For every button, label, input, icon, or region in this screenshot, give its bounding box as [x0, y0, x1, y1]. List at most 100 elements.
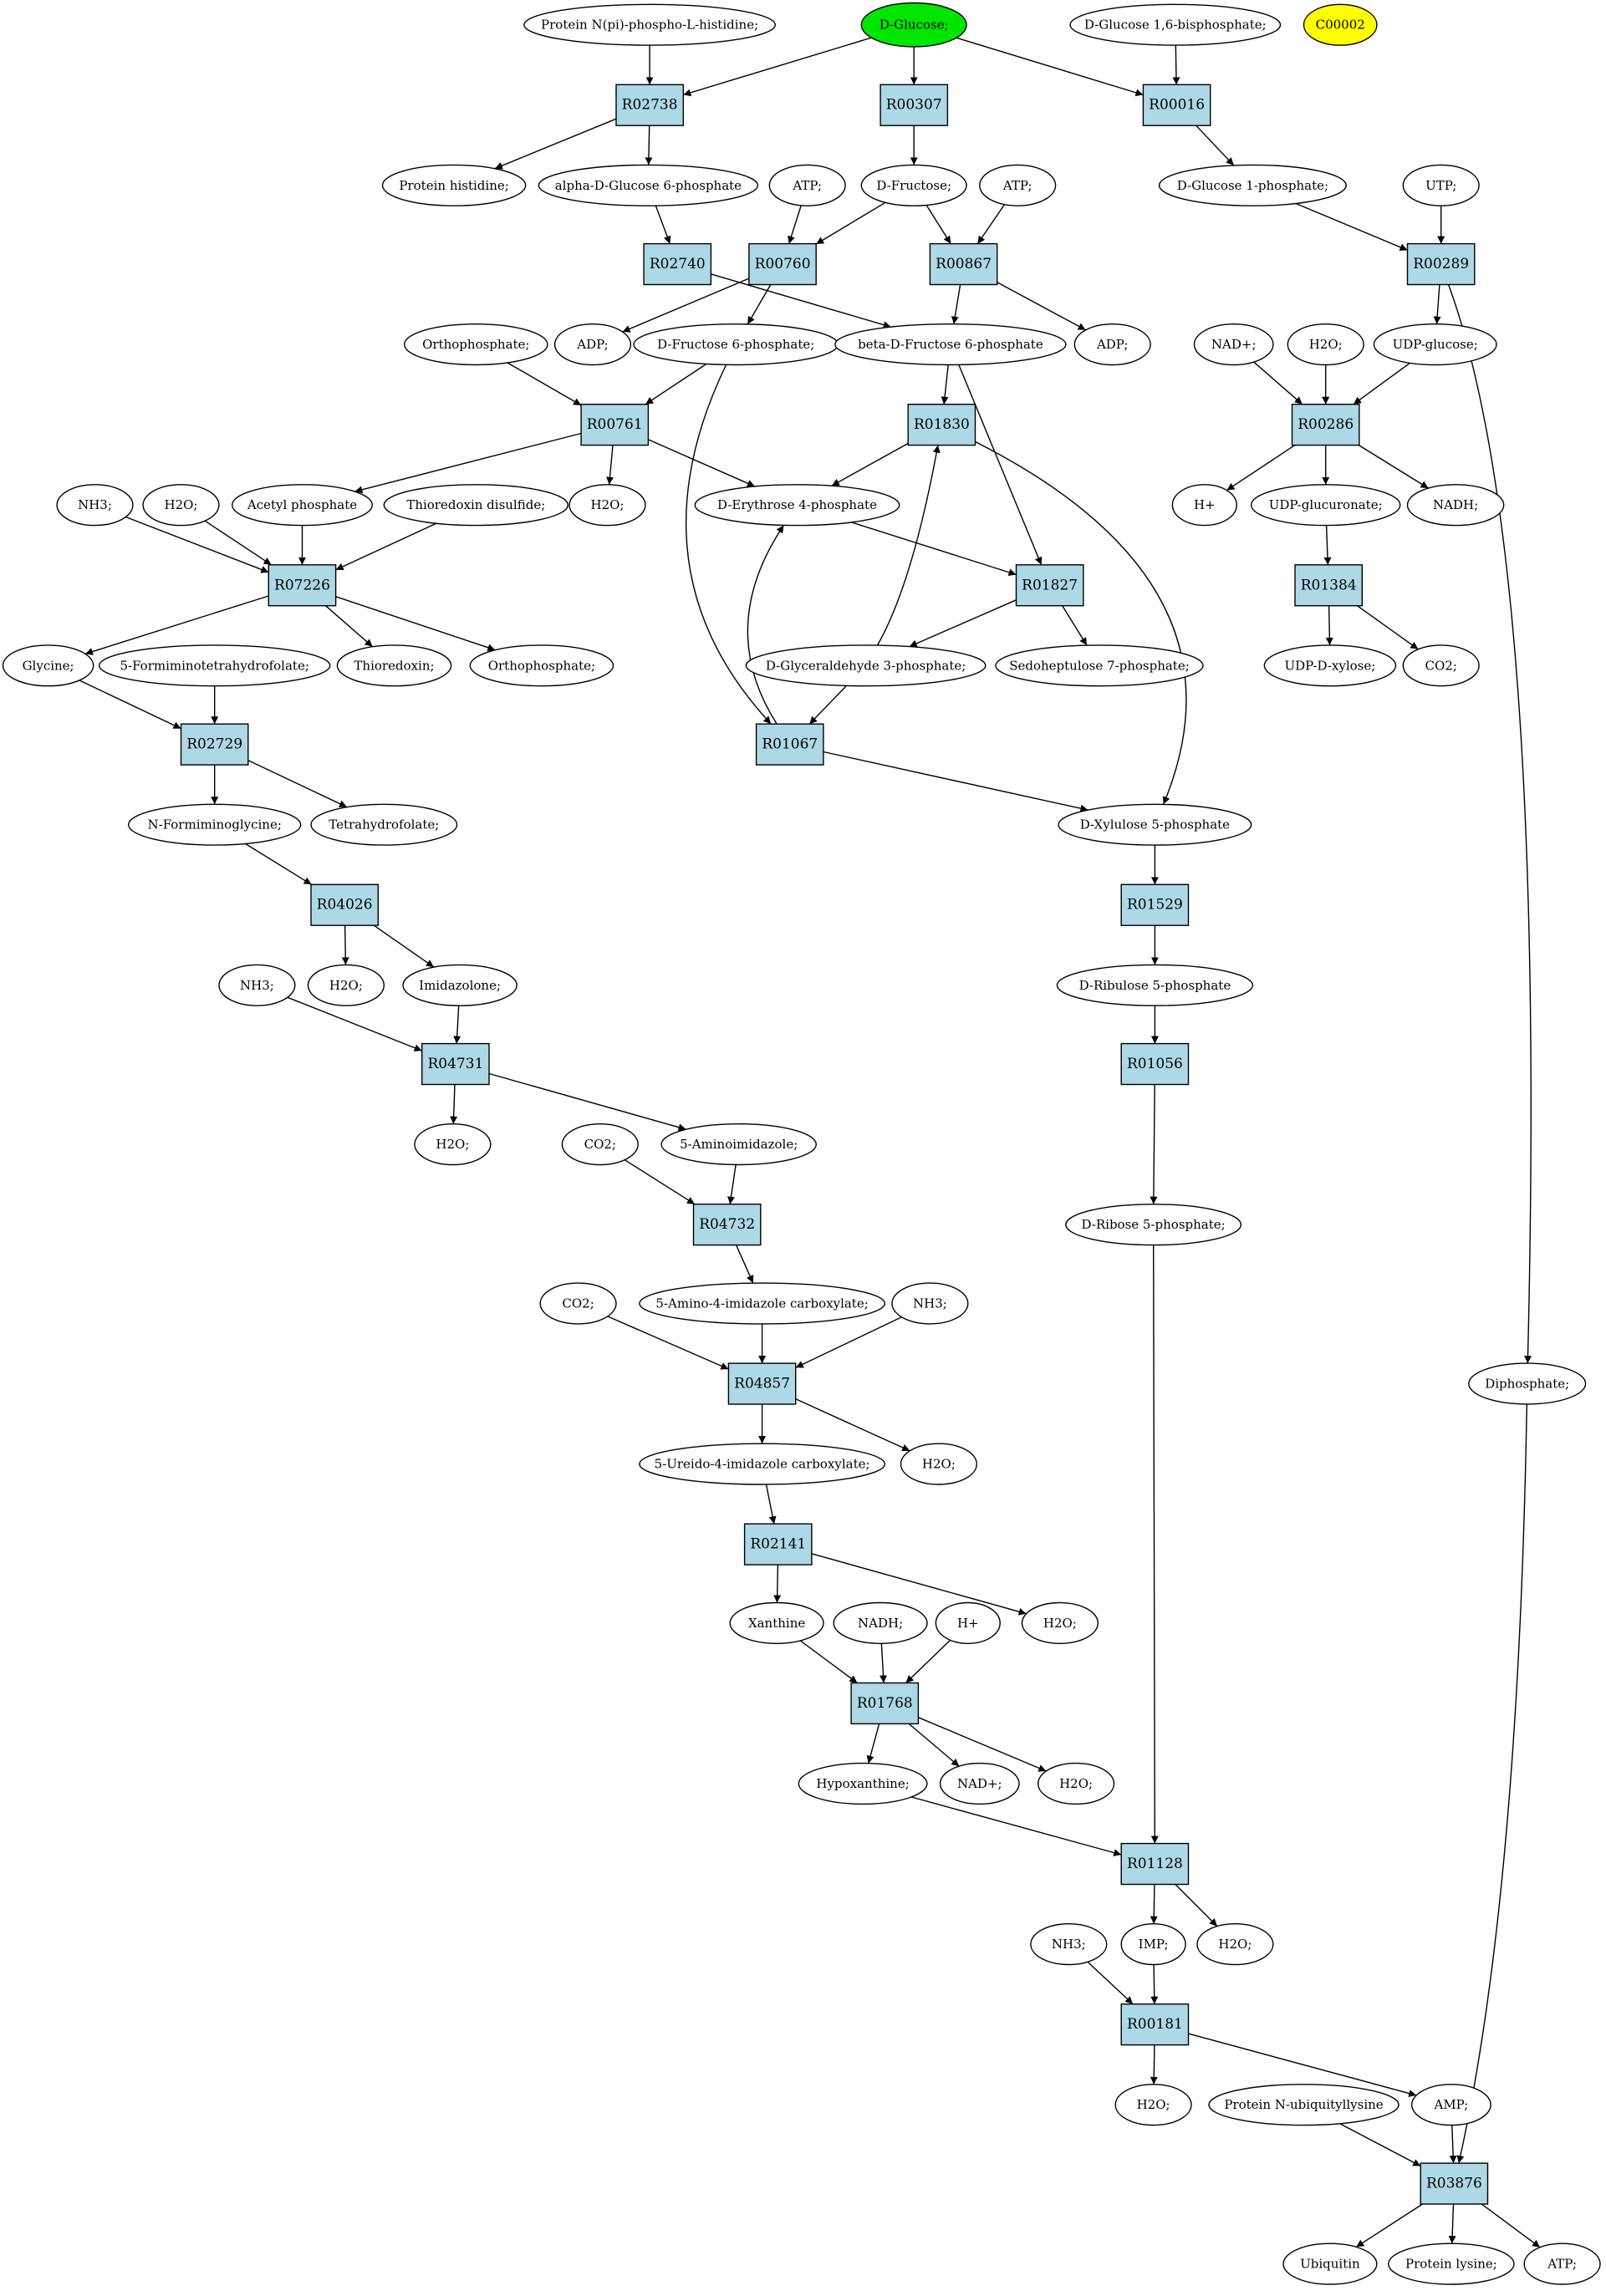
compound-orthophosphate-1[interactable]: Orthophosphate;	[403, 323, 548, 366]
reaction-r00181[interactable]: R00181	[1120, 2003, 1190, 2046]
edge-r01067-to-d-erythrose-4-phosphate	[747, 525, 784, 725]
compound-d-glyceraldehyde-3-phosphate[interactable]: D-Glyceraldehyde 3-phosphate;	[745, 644, 987, 687]
compound-formiminotetrahydrofolate[interactable]: 5-Formiminotetrahydrofolate;	[99, 644, 331, 687]
compound-amp[interactable]: AMP;	[1411, 2084, 1491, 2126]
reaction-r00760[interactable]: R00760	[748, 242, 817, 286]
compound-atp-2[interactable]: ATP;	[979, 164, 1057, 206]
compound-protein-histidine[interactable]: Protein histidine;	[381, 164, 527, 206]
reaction-r01128[interactable]: R01128	[1120, 1842, 1190, 1886]
compound-udp-glucuronate[interactable]: UDP-glucuronate;	[1250, 484, 1401, 527]
compound-aminoimidazole[interactable]: 5-Aminoimidazole;	[660, 1123, 818, 1166]
reaction-r01827[interactable]: R01827	[1015, 564, 1084, 607]
compound-tetrahydrofolate[interactable]: Tetrahydrofolate;	[310, 803, 458, 846]
compound-atp-3[interactable]: ATP;	[1523, 2243, 1601, 2285]
compound-nad-plus-2[interactable]: NAD+;	[939, 1762, 1020, 1805]
compound-nh3-1[interactable]: NH3;	[56, 484, 134, 527]
reaction-r00289[interactable]: R00289	[1406, 242, 1476, 286]
reaction-r04732[interactable]: R04732	[692, 1203, 762, 1246]
reaction-r00286[interactable]: R00286	[1291, 404, 1360, 446]
compound-co2-3[interactable]: CO2;	[539, 1282, 617, 1325]
reaction-r07226[interactable]: R07226	[268, 564, 337, 607]
reaction-r02740[interactable]: R02740	[643, 242, 712, 286]
compound-imp[interactable]: IMP;	[1120, 1923, 1186, 1966]
compound-diphosphate[interactable]: Diphosphate;	[1468, 1362, 1587, 1405]
compound-udp-glucose[interactable]: UDP-glucose;	[1373, 323, 1497, 366]
compound-nadh-2[interactable]: NADH;	[833, 1601, 928, 1644]
compound-co2-1[interactable]: CO2;	[1402, 644, 1480, 687]
compound-h2o-9[interactable]: H2O;	[1196, 1923, 1274, 1966]
compound-n-formiminoglycine[interactable]: N-Formiminoglycine;	[128, 803, 302, 846]
compound-nh3-3[interactable]: NH3;	[891, 1282, 969, 1325]
reaction-r02729[interactable]: R02729	[180, 723, 249, 766]
compound-h2o-2[interactable]: H2O;	[142, 484, 220, 527]
compound-d-erythrose-4-phosphate[interactable]: D-Erythrose 4-phosphate	[694, 484, 900, 527]
compound-acetyl-phosphate[interactable]: Acetyl phosphate	[232, 484, 374, 527]
reaction-r03876[interactable]: R03876	[1420, 2162, 1489, 2205]
compound-utp[interactable]: UTP;	[1402, 164, 1480, 206]
compound-d-glucose-1-phosphate[interactable]: D-Glucose 1-phosphate;	[1158, 164, 1347, 206]
compound-ubiquitin[interactable]: Ubiquitin	[1282, 2243, 1378, 2285]
reaction-r01067[interactable]: R01067	[755, 723, 824, 766]
compound-h2o-3[interactable]: H2O;	[568, 484, 646, 527]
edge-d-glyceraldehyde-3-phosphate-to-r01067	[808, 685, 847, 725]
compound-sedoheptulose-7-phosphate[interactable]: Sedoheptulose 7-phosphate;	[995, 644, 1204, 687]
compound-co2-2[interactable]: CO2;	[561, 1123, 639, 1166]
compound-imidazolone[interactable]: Imidazolone;	[402, 964, 517, 1006]
compound-h2o-6[interactable]: H2O;	[900, 1443, 978, 1485]
reaction-r01768[interactable]: R01768	[850, 1682, 920, 1725]
compound-d-fructose[interactable]: D-Fructose;	[860, 164, 967, 206]
reaction-r02738[interactable]: R02738	[615, 84, 685, 126]
compound-nh3-2[interactable]: NH3;	[218, 964, 296, 1006]
reaction-r04857[interactable]: R04857	[727, 1362, 797, 1405]
compound-h2o-8[interactable]: H2O;	[1037, 1762, 1115, 1805]
reaction-box	[1120, 1842, 1190, 1886]
compound-udp-d-xylose[interactable]: UDP-D-xylose;	[1263, 644, 1397, 687]
compound-d-glucose-1-6-bisphosphate[interactable]: D-Glucose 1,6-bisphosphate;	[1069, 3, 1282, 46]
compound-h2o-10[interactable]: H2O;	[1114, 2084, 1192, 2126]
compound-d-fructose-6-phosphate[interactable]: D-Fructose 6-phosphate;	[633, 323, 839, 366]
compound-amino-imidazole-carboxylate[interactable]: 5-Amino-4-imidazole carboxylate;	[639, 1282, 885, 1325]
reaction-r01830[interactable]: R01830	[907, 404, 976, 446]
reaction-r01056[interactable]: R01056	[1120, 1042, 1190, 1086]
compound-h2o-1[interactable]: H2O;	[1287, 323, 1364, 366]
edge-d-glucose-to-r00016	[956, 37, 1144, 97]
compound-h-plus-1[interactable]: H+	[1171, 484, 1237, 527]
compound-glycine[interactable]: Glycine;	[2, 644, 94, 687]
compound-h2o-4[interactable]: H2O;	[307, 964, 385, 1006]
compound-xanthine[interactable]: Xanthine	[729, 1601, 824, 1644]
compound-h2o-7[interactable]: H2O;	[1021, 1601, 1099, 1644]
compound-h2o-5[interactable]: H2O;	[414, 1123, 492, 1166]
reaction-r00307[interactable]: R00307	[879, 84, 949, 126]
compound-adp-2[interactable]: ADP;	[1073, 323, 1151, 366]
compound-protein-n-pi-phospho-l-histidine[interactable]: Protein N(pi)-phospho-L-histidine;	[523, 3, 776, 46]
compound-beta-d-fructose-6-phosphate[interactable]: beta-D-Fructose 6-phosphate	[834, 323, 1067, 366]
compound-d-glucose[interactable]: D-Glucose;	[860, 2, 967, 48]
compound-hypoxanthine[interactable]: Hypoxanthine;	[798, 1762, 928, 1805]
reaction-r04026[interactable]: R04026	[310, 883, 380, 926]
compound-d-xylulose-5-phosphate[interactable]: D-Xylulose 5-phosphate	[1058, 803, 1252, 846]
compound-h-plus-2[interactable]: H+	[935, 1601, 1001, 1644]
reaction-r00016[interactable]: R00016	[1142, 84, 1211, 126]
reaction-label: R07226	[274, 577, 330, 593]
reaction-r00867[interactable]: R00867	[929, 242, 998, 286]
compound-ureido-imidazole-carboxylate[interactable]: 5-Ureido-4-imidazole carboxylate;	[639, 1443, 885, 1485]
compound-atp-1[interactable]: ATP;	[768, 164, 846, 206]
compound-protein-n-ubiquityllysine[interactable]: Protein N-ubiquityllysine	[1208, 2084, 1400, 2126]
compound-protein-lysine[interactable]: Protein lysine;	[1388, 2243, 1515, 2285]
reaction-r04731[interactable]: R04731	[421, 1042, 490, 1086]
compound-thioredoxin-disulfide[interactable]: Thioredoxin disulfide;	[383, 484, 568, 527]
compound-adp-1[interactable]: ADP;	[553, 323, 632, 366]
compound-alpha-d-glucose-6-phosphate[interactable]: alpha-D-Glucose 6-phosphate	[538, 164, 759, 206]
compound-d-ribose-5-phosphate[interactable]: D-Ribose 5-phosphate;	[1065, 1204, 1242, 1246]
compound-nad-plus-1[interactable]: NAD+;	[1193, 323, 1274, 366]
reaction-r00761[interactable]: R00761	[580, 404, 650, 446]
compound-thioredoxin[interactable]: Thioredoxin;	[336, 644, 452, 687]
compound-nh3-4[interactable]: NH3;	[1030, 1923, 1108, 1966]
compound-c00002[interactable]: C00002	[1303, 3, 1378, 46]
reaction-r02141[interactable]: R02141	[743, 1523, 813, 1565]
compound-d-ribulose-5-phosphate[interactable]: D-Ribulose 5-phosphate	[1056, 964, 1254, 1006]
reaction-r01529[interactable]: R01529	[1120, 883, 1190, 926]
compound-orthophosphate-2[interactable]: Orthophosphate;	[469, 644, 614, 687]
compound-nadh-1[interactable]: NADH;	[1406, 484, 1505, 527]
reaction-r01384[interactable]: R01384	[1294, 564, 1364, 607]
